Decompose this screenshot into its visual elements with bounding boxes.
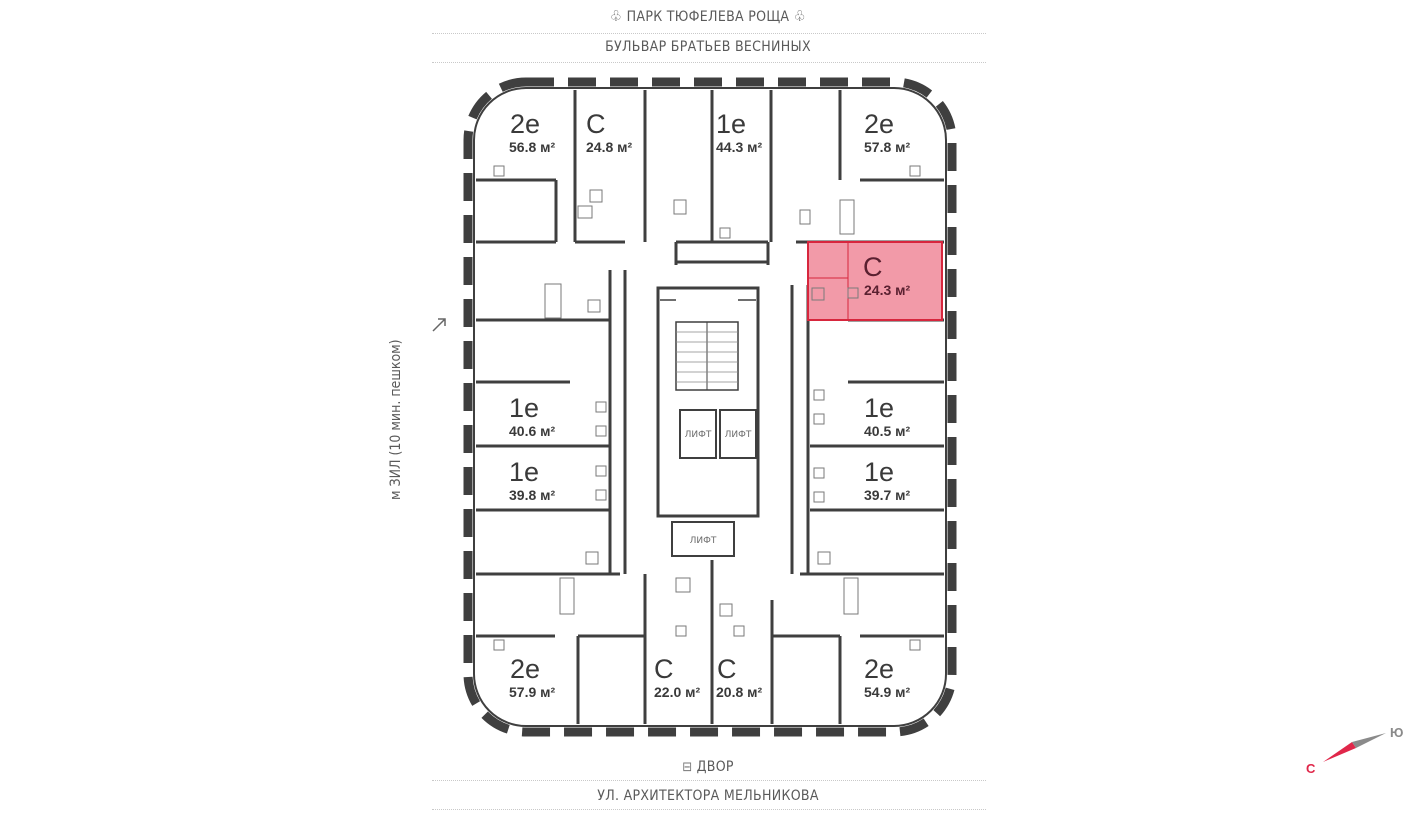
divider	[432, 809, 986, 810]
building-outline	[463, 77, 957, 737]
svg-text:С: С	[863, 252, 883, 282]
svg-text:20.8 м²: 20.8 м²	[716, 684, 762, 700]
apartment-highlight	[807, 241, 943, 321]
compass-south-needle	[1352, 733, 1386, 748]
fixtures	[493, 165, 921, 651]
svg-text:С: С	[717, 654, 737, 684]
svg-text:56.8 м²: 56.8 м²	[509, 139, 555, 155]
apartment-2e-56-8[interactable]: 2е 56.8 м²	[509, 109, 555, 155]
divider	[432, 62, 986, 63]
apartment-1e-39-8[interactable]: 1е 39.8 м²	[509, 457, 555, 503]
boulevard-label: БУЛЬВАР БРАТЬЕВ ВЕСНИНЫХ	[605, 39, 811, 55]
lift-label: ЛИФТ	[685, 430, 712, 440]
svg-text:1е: 1е	[864, 457, 894, 487]
tree-icon: ♧	[793, 7, 807, 25]
arrow-icon	[432, 318, 446, 332]
svg-text:40.6 м²: 40.6 м²	[509, 423, 555, 439]
apartment-1e-40-6[interactable]: 1е 40.6 м²	[509, 393, 555, 439]
playground-icon: ⊟	[682, 760, 693, 775]
svg-text:1е: 1е	[716, 109, 746, 139]
apartment-c-22-0[interactable]: С 22.0 м²	[654, 654, 700, 700]
svg-text:1е: 1е	[864, 393, 894, 423]
apartment-c-20-8[interactable]: С 20.8 м²	[716, 654, 762, 700]
svg-text:54.9 м²: 54.9 м²	[864, 684, 910, 700]
svg-text:24.8 м²: 24.8 м²	[586, 139, 632, 155]
divider	[432, 33, 986, 34]
park-label: ♧ ПАРК ТЮФЕЛЕВА РОЩА ♧	[609, 7, 807, 25]
svg-text:24.3 м²: 24.3 м²	[864, 282, 910, 298]
apartment-2e-57-8[interactable]: 2е 57.8 м²	[864, 109, 910, 155]
svg-text:С: С	[586, 109, 606, 139]
lift-2	[719, 409, 757, 459]
yard-label: ⊟ ДВОР	[682, 759, 734, 775]
compass-south-label: Ю	[1390, 725, 1403, 740]
lift-label: ЛИФТ	[725, 430, 752, 440]
svg-text:1е: 1е	[509, 393, 539, 423]
apartment-2e-57-9[interactable]: 2е 57.9 м²	[509, 654, 555, 700]
svg-text:2е: 2е	[864, 654, 894, 684]
svg-text:1е: 1е	[509, 457, 539, 487]
svg-text:2е: 2е	[510, 654, 540, 684]
apartment-1e-44-3[interactable]: 1е 44.3 м²	[716, 109, 762, 155]
lift-1	[679, 409, 717, 459]
apartment-c-24-3-selected[interactable]: С 24.3 м²	[863, 252, 910, 298]
apartment-1e-40-5[interactable]: 1е 40.5 м²	[864, 393, 910, 439]
divider	[432, 780, 986, 781]
compass-north-label: С	[1306, 761, 1316, 776]
svg-text:40.5 м²: 40.5 м²	[864, 423, 910, 439]
lift-3	[671, 521, 735, 557]
svg-text:22.0 м²: 22.0 м²	[654, 684, 700, 700]
compass: С Ю	[1306, 725, 1403, 776]
svg-text:2е: 2е	[510, 109, 540, 139]
apartment-c-24-8[interactable]: С 24.8 м²	[586, 109, 632, 155]
svg-text:57.9 м²: 57.9 м²	[509, 684, 555, 700]
lift-label: ЛИФТ	[690, 536, 717, 546]
svg-text:С: С	[654, 654, 674, 684]
svg-text:2е: 2е	[864, 109, 894, 139]
svg-text:39.7 м²: 39.7 м²	[864, 487, 910, 503]
svg-text:44.3 м²: 44.3 м²	[716, 139, 762, 155]
apartment-1e-39-7[interactable]: 1е 39.7 м²	[864, 457, 910, 503]
street-label: УЛ. АРХИТЕКТОРА МЕЛЬНИКОВА	[597, 788, 819, 804]
tree-icon: ♧	[609, 7, 623, 25]
core	[656, 286, 760, 557]
apartment-2e-54-9[interactable]: 2е 54.9 м²	[864, 654, 910, 700]
svg-text:57.8 м²: 57.8 м²	[864, 139, 910, 155]
compass-north-needle	[1323, 742, 1356, 762]
svg-text:39.8 м²: 39.8 м²	[509, 487, 555, 503]
